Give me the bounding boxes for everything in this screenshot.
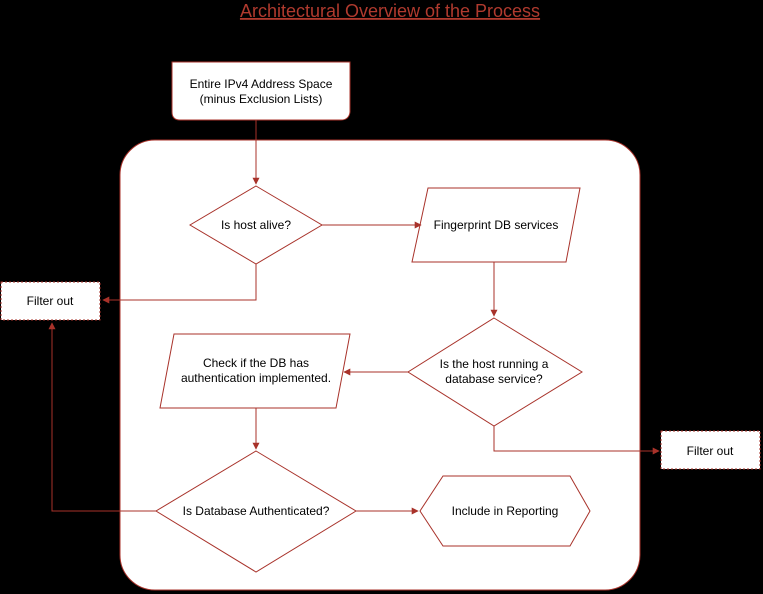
node-start-label-1: Entire IPv4 Address Space xyxy=(190,77,333,91)
edge-label-auth-yes: Yes xyxy=(135,484,155,498)
node-include xyxy=(419,475,591,547)
node-alive-label: Is host alive? xyxy=(221,218,291,232)
node-is-auth-label: Is Database Authenticated? xyxy=(183,504,330,518)
node-running-label-2: database service? xyxy=(445,372,543,386)
edge-label-alive-yes: Yes xyxy=(341,204,361,218)
node-include-label: Include in Reporting xyxy=(452,504,559,518)
node-check-auth-label-2: authentication implemented. xyxy=(181,371,331,385)
node-running-label-1: Is the host running a xyxy=(440,357,549,371)
node-fingerprint-label: Fingerprint DB services xyxy=(434,218,559,232)
diagram-title: Architectural Overview of the Process xyxy=(240,1,540,21)
edge-label-running-yes: Yes xyxy=(375,344,395,358)
node-filter-right xyxy=(660,430,761,470)
node-start-label-2: (minus Exclusion Lists) xyxy=(200,92,323,106)
node-filter-right-label: Filter out xyxy=(687,444,734,458)
edge-alive-no xyxy=(102,264,257,304)
edge-label-auth-no: No xyxy=(362,524,378,538)
node-check-auth xyxy=(159,333,351,409)
node-filter-left xyxy=(0,281,101,321)
node-check-auth-label-1: Check if the DB has xyxy=(203,356,309,370)
edge-label-alive-no: No xyxy=(228,274,244,288)
node-filter-left-label: Filter out xyxy=(27,294,74,308)
node-is-auth xyxy=(155,450,357,573)
node-fingerprint xyxy=(411,187,581,263)
edge-auth-yes xyxy=(48,322,156,512)
edge-label-running-no: No xyxy=(507,433,523,447)
node-start xyxy=(171,61,351,121)
edge-running-no xyxy=(493,426,660,455)
